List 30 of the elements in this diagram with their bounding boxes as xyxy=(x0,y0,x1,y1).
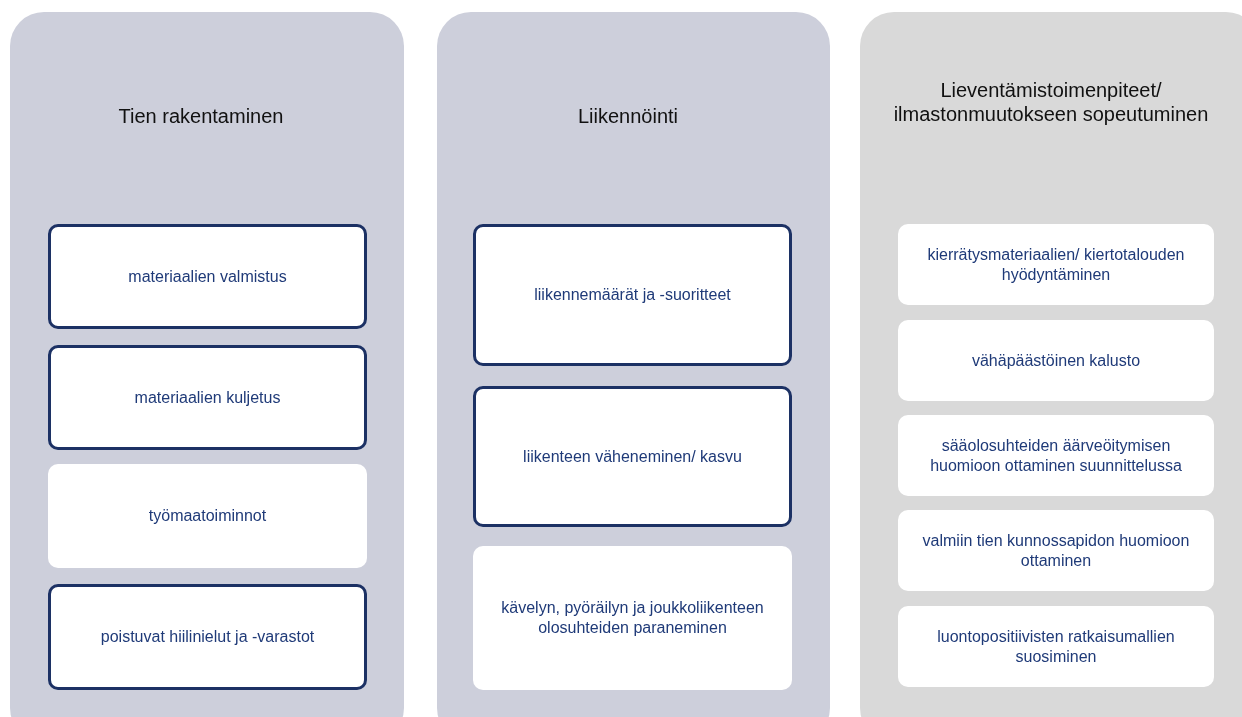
category-box xyxy=(48,584,367,690)
category-box xyxy=(48,464,367,568)
category-box xyxy=(898,224,1214,305)
column-panel xyxy=(10,12,404,717)
column-heading: Liikennöinti xyxy=(576,104,680,128)
column-heading: Lieventämistoimenpiteet/ ilmastonmuutokseen sopeutuminen xyxy=(892,78,1210,126)
box-label: työmaatoiminnot xyxy=(148,506,267,526)
category-box xyxy=(473,386,792,527)
box-label: kierrätysmateriaalien/ kiertotalouden hyödyntäminen xyxy=(926,244,1186,285)
category-box xyxy=(898,606,1214,687)
column-panel xyxy=(437,12,830,717)
category-box xyxy=(898,510,1214,591)
category-box xyxy=(898,320,1214,401)
box-label: materiaalien valmistus xyxy=(128,266,287,287)
column-heading: Tien rakentaminen xyxy=(117,104,285,128)
box-label: kävelyn, pyöräilyn ja joukkoliikenteen olosuhteiden paraneminen xyxy=(500,598,765,638)
box-label: sääolosuhteiden äärveöitymisen huomioon ottaminen suunnittelussa xyxy=(929,435,1183,476)
box-label: liikennemäärät ja -suoritteet xyxy=(534,285,731,305)
box-label: valmiin tien kunnossapidon huomioon ottaminen xyxy=(921,530,1191,571)
box-label: vähäpäästöinen kalusto xyxy=(971,350,1141,371)
box-label: materiaalien kuljetus xyxy=(134,387,281,408)
category-box xyxy=(473,224,792,366)
box-label: poistuvat hiilinielut ja -varastot xyxy=(100,627,315,647)
category-box xyxy=(473,546,792,690)
category-box xyxy=(48,224,367,329)
box-label: luontopositiivisten ratkaisumallien suosiminen xyxy=(936,626,1176,667)
category-box xyxy=(48,345,367,450)
box-label: liikenteen väheneminen/ kasvu xyxy=(523,446,742,467)
column-panel xyxy=(860,12,1242,717)
category-box xyxy=(898,415,1214,496)
